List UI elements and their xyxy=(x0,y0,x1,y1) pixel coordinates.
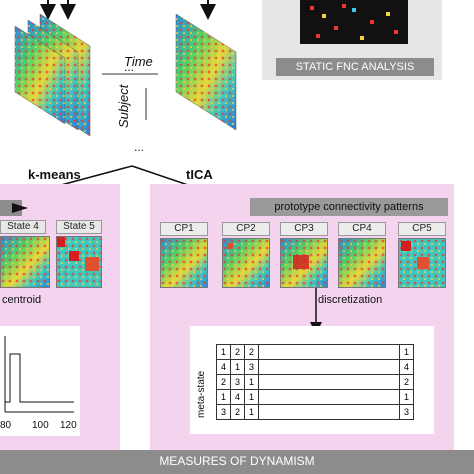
table-cell: 1 xyxy=(244,404,259,420)
cp1-matrix xyxy=(160,238,208,288)
table-cell: 1 xyxy=(216,344,231,360)
static-fnc-matrix xyxy=(300,0,408,44)
table-cell: 2 xyxy=(216,374,231,390)
cp5-label: CP5 xyxy=(398,222,446,236)
discretization-arrow xyxy=(310,288,322,334)
table-row: 3 2 1 3 xyxy=(216,404,414,420)
table-row: 1 4 1 1 xyxy=(216,389,414,405)
table-row: 2 3 1 2 xyxy=(216,374,414,390)
table-cell: 2 xyxy=(244,344,259,360)
meta-state-table: 1 2 2 1 4 1 3 4 2 3 1 2 1 4 1 1 3 2 1 3 xyxy=(216,344,414,420)
windowed-fnc-stack-left xyxy=(14,14,91,136)
cp4-matrix xyxy=(338,238,386,288)
table-cell: 4 xyxy=(216,359,231,375)
state-5-label: State 5 xyxy=(56,220,102,234)
state-5-matrix xyxy=(56,236,102,288)
plot-tick-120: 120 xyxy=(60,420,77,431)
cp1-label: CP1 xyxy=(160,222,208,236)
table-cell: 2 xyxy=(230,404,245,420)
meta-state-label: meta-state xyxy=(196,370,207,418)
static-fnc-matrix-cells xyxy=(310,4,398,40)
table-cell: 3 xyxy=(399,404,414,420)
kmeans-banner-arrow-icon xyxy=(12,203,28,213)
time-dots: ... xyxy=(124,60,135,74)
plot-tick-80: 80 xyxy=(0,420,12,431)
table-cell-empty xyxy=(258,359,400,375)
windowed-fnc-stack-right xyxy=(175,14,237,130)
state-timecourse-svg xyxy=(4,336,74,413)
time-label: Time xyxy=(124,54,153,69)
state-timecourse-plot xyxy=(0,326,80,436)
cp4-label: CP4 xyxy=(338,222,386,236)
table-row: 4 1 3 4 xyxy=(216,359,414,375)
table-cell: 3 xyxy=(216,404,231,420)
table-cell: 1 xyxy=(244,374,259,390)
tica-label: tICA xyxy=(186,167,213,182)
table-cell: 4 xyxy=(399,359,414,375)
table-cell-empty xyxy=(258,344,400,360)
table-cell: 2 xyxy=(230,344,245,360)
cp3-matrix xyxy=(280,238,328,288)
centroid-label: centroid xyxy=(2,294,42,306)
prototype-connectivity-patterns-label: prototype connectivity patterns xyxy=(250,198,448,216)
kmeans-banner-tab xyxy=(0,200,22,216)
cp5-matrix xyxy=(398,238,446,288)
cp3-label: CP3 xyxy=(280,222,328,236)
table-cell: 1 xyxy=(244,389,259,405)
measures-of-dynamism-label: MEASURES OF DYNAMISM xyxy=(159,454,315,468)
measures-of-dynamism-banner: MEASURES OF DYNAMISM xyxy=(0,450,474,474)
table-cell: 1 xyxy=(216,389,231,405)
table-cell: 1 xyxy=(399,389,414,405)
table-cell-empty xyxy=(258,374,400,390)
discretization-label: discretization xyxy=(318,294,383,306)
plot-tick-100: 100 xyxy=(32,420,49,431)
subject-label: Subject xyxy=(116,84,131,128)
table-cell: 1 xyxy=(399,344,414,360)
state-4-matrix xyxy=(0,236,50,288)
cp2-label: CP2 xyxy=(222,222,270,236)
table-cell: 2 xyxy=(399,374,414,390)
table-row: 1 2 2 1 xyxy=(216,344,414,360)
table-cell-empty xyxy=(258,404,400,420)
table-cell: 4 xyxy=(230,389,245,405)
table-cell: 3 xyxy=(230,374,245,390)
subject-dots: ... xyxy=(134,140,145,154)
static-fnc-analysis-label: STATIC FNC ANALYSIS xyxy=(276,58,434,76)
cp2-matrix xyxy=(222,238,270,288)
state-4-label: State 4 xyxy=(0,220,46,234)
table-cell-empty xyxy=(258,389,400,405)
table-cell: 3 xyxy=(244,359,259,375)
table-cell: 1 xyxy=(230,359,245,375)
kmeans-label: k-means xyxy=(28,167,81,182)
